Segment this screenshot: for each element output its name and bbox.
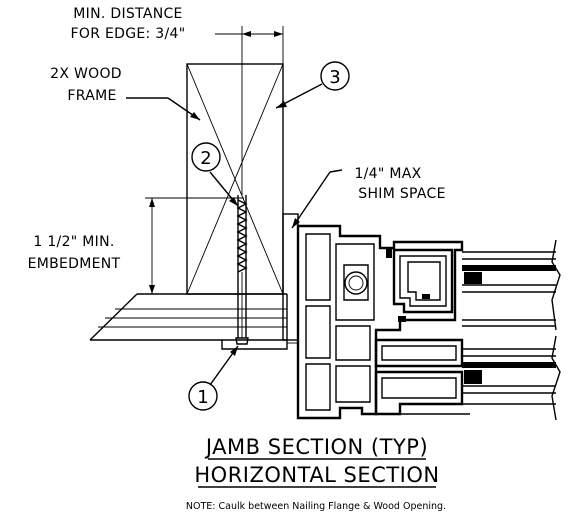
leader-lines [126,83,343,386]
wood-frame-label-line2: FRAME [67,88,116,104]
glazing-units [376,239,561,421]
min-distance-label-line1: MIN. DISTANCE [73,6,182,22]
shim-label-line1: 1/4" MAX [354,166,421,182]
section-title: JAMB SECTION (TYP) [204,435,428,459]
section-subtitle: HORIZONTAL SECTION [194,463,439,487]
wood-frame-label-line1: 2X WOOD [50,66,122,82]
shim-space [282,213,299,341]
callout-1: 1 [188,381,218,411]
embedment-label-line2: EMBEDMENT [28,256,121,272]
callout-2-number: 2 [200,148,211,169]
fastener-screw [235,195,249,345]
vinyl-frame-profile [296,224,464,420]
min-distance-label-line2: FOR EDGE: 3/4" [71,26,186,42]
shim-label-line2: SHIM SPACE [358,186,445,202]
callout-1-number: 1 [197,387,208,408]
edge-distance-dimension [215,26,284,195]
callout-3-number: 3 [329,67,340,88]
callout-2: 2 [191,142,221,172]
wall-sheathing [89,293,288,341]
wood-frame [186,63,284,295]
embedment-dimension [145,197,244,294]
callout-3: 3 [320,61,350,91]
nailing-flange [221,339,298,350]
caulk-note: NOTE: Caulk between Nailing Flange & Woo… [186,501,446,512]
embedment-label-line1: 1 1/2" MIN. [33,234,114,250]
